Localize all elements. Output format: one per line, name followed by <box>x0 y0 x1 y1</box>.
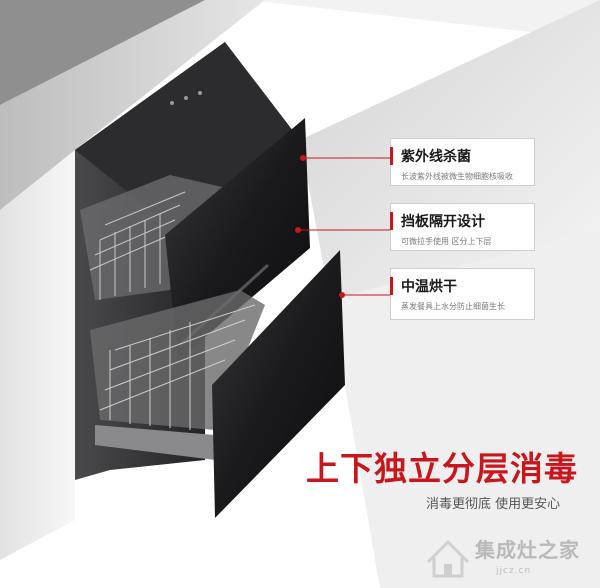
callout-dot <box>339 292 345 298</box>
feature-desc: 长波紫外线被微生物细胞核吸收 <box>401 172 513 181</box>
lower-drawer-door <box>212 250 345 518</box>
headline: 上下独立分层消毒 <box>306 449 578 488</box>
countertop-edge <box>0 0 205 105</box>
feature-desc: 可微拉手使用 区分上下层 <box>401 237 492 246</box>
feature-desc: 蒸发餐具上水分防止细菌生长 <box>401 302 505 311</box>
house-icon <box>426 539 470 578</box>
upper-drawer-door <box>165 118 310 360</box>
callout-accent <box>390 147 393 165</box>
feature-callout-uv: 紫外线杀菌 长波紫外线被微生物细胞核吸收 <box>390 138 535 186</box>
cabinet-top-panel <box>75 42 300 225</box>
lower-basket-wires <box>99 304 256 430</box>
watermark-url: jjcz.cn <box>496 566 532 576</box>
upper-basket-wires <box>89 191 186 300</box>
indicator-light <box>170 101 174 105</box>
callout-accent <box>390 277 393 295</box>
callout-dot <box>295 227 301 233</box>
lower-drawer-rail <box>95 425 215 460</box>
callout-dot <box>300 155 306 161</box>
feature-title: 中温烘干 <box>401 279 457 295</box>
feature-title: 紫外线杀菌 <box>401 149 471 165</box>
indicator-light <box>198 91 202 95</box>
watermark-name: 集成灶之家 <box>475 538 580 562</box>
watermark-logo <box>426 539 470 578</box>
upper-basket <box>80 175 235 300</box>
subline: 消毒更彻底 使用更安心 <box>426 497 561 512</box>
indicator-light <box>184 96 188 100</box>
countertop <box>0 0 265 210</box>
upper-cabinet <box>0 0 600 40</box>
left-cabinet-panel <box>0 150 75 560</box>
callout-accent <box>390 212 393 230</box>
feature-callout-divider: 挡板隔开设计 可微拉手使用 区分上下层 <box>390 203 535 251</box>
feature-callout-drying: 中温烘干 蒸发餐具上水分防止细菌生长 <box>390 268 535 320</box>
feature-title: 挡板隔开设计 <box>401 214 485 230</box>
